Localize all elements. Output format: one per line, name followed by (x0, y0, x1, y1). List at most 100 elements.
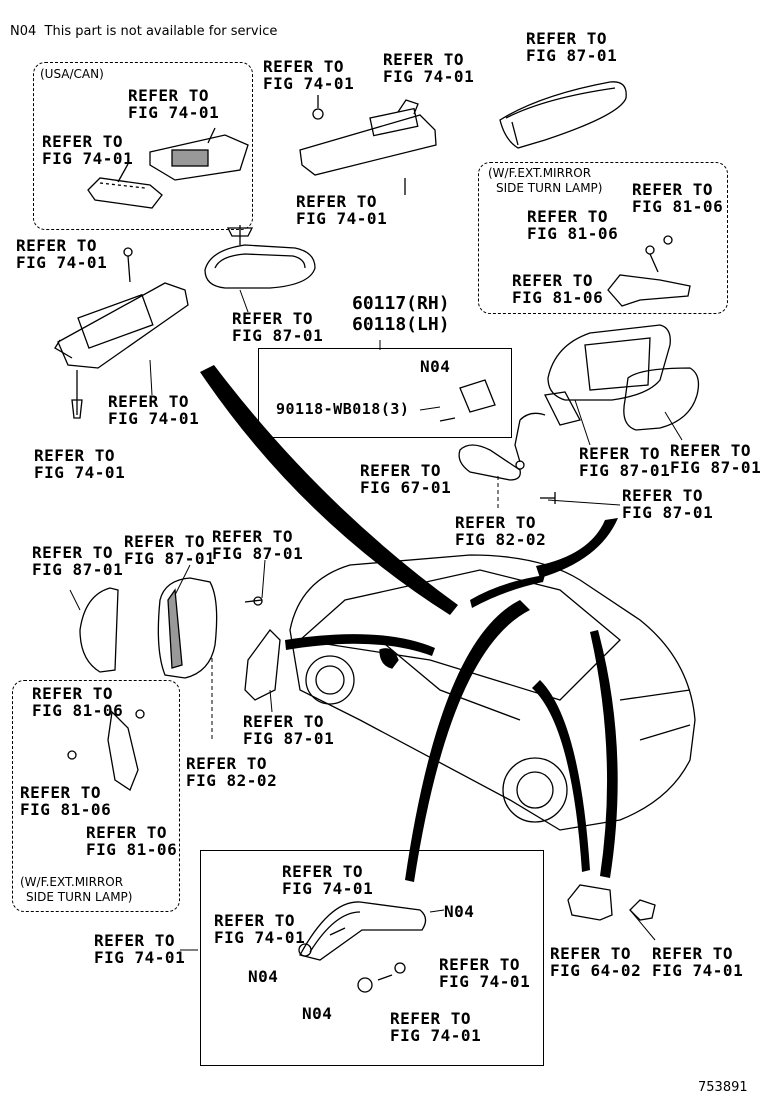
refer-label: REFER TO (670, 441, 752, 460)
fig-ref-64-02: FIG 64-02 (550, 961, 642, 980)
fig-ref-87-01: FIG 87-01 (622, 503, 714, 522)
fig-ref-82-02: FIG 82-02 (186, 771, 278, 790)
refer-label: REFER TO (124, 532, 206, 551)
n04-code: N04 (444, 902, 475, 921)
fig-ref-74-01: FIG 74-01 (652, 961, 744, 980)
fig-ref-82-02: FIG 82-02 (455, 530, 547, 549)
fig-ref-74-01: FIG 74-01 (42, 149, 134, 168)
room-lamp-drawing (567, 884, 656, 921)
refer-label: REFER TO (526, 29, 608, 48)
refer-label: REFER TO (214, 911, 296, 930)
refer-label: REFER TO (390, 1009, 472, 1028)
fig-ref-87-01: FIG 87-01 (124, 549, 216, 568)
refer-label: REFER TO (20, 783, 102, 802)
outer-mirror-rh-drawing (514, 324, 700, 504)
refer-label: REFER TO (579, 444, 661, 463)
refer-label: REFER TO (32, 543, 114, 562)
refer-label: REFER TO (512, 271, 594, 290)
fig-ref-87-01: FIG 87-01 (526, 46, 618, 65)
refer-label: REFER TO (527, 207, 609, 226)
fig-ref-81-06: FIG 81-06 (512, 288, 604, 307)
fig-ref-74-01: FIG 74-01 (214, 928, 306, 947)
refer-label: REFER TO (186, 754, 268, 773)
refer-label: REFER TO (652, 944, 734, 963)
fig-ref-74-01: FIG 74-01 (108, 409, 200, 428)
refer-label: REFER TO (128, 86, 210, 105)
refer-label: REFER TO (383, 50, 465, 69)
part-number-rh: 60117(RH) (352, 293, 450, 314)
mirror-lamp-bottom-label-2: SIDE TURN LAMP) (26, 890, 133, 904)
n04-code: N04 (248, 967, 279, 986)
fig-ref-74-01: FIG 74-01 (439, 972, 531, 991)
refer-label: REFER TO (296, 192, 378, 211)
mirror-lamp-top-label-1: (W/F.EXT.MIRROR (488, 166, 592, 180)
refer-label: REFER TO (455, 513, 537, 532)
refer-label: REFER TO (32, 684, 114, 703)
fig-ref-74-01: FIG 74-01 (128, 103, 220, 122)
fig-ref-74-01: FIG 74-01 (282, 879, 374, 898)
fig-ref-87-01: FIG 87-01 (670, 458, 760, 477)
usa-can-frame (33, 62, 253, 230)
n04-code: N04 (420, 357, 451, 376)
fig-ref-87-01: FIG 87-01 (243, 729, 335, 748)
rear-view-mirror-drawing (204, 225, 316, 289)
sun-visor-left-drawing (54, 247, 189, 419)
refer-label: REFER TO (439, 955, 521, 974)
refer-label: REFER TO (550, 944, 632, 963)
clip-frame (258, 348, 512, 438)
assist-grip-drawing (298, 901, 427, 993)
fig-ref-81-06: FIG 81-06 (86, 840, 178, 859)
clip-drawing (439, 379, 496, 422)
header-note: N04 This part is not available for servi… (10, 24, 278, 39)
diagram-id: 753891 (698, 1080, 748, 1095)
fig-ref-74-01: FIG 74-01 (296, 209, 388, 228)
fig-ref-81-06: FIG 81-06 (20, 800, 112, 819)
fig-ref-87-01: FIG 87-01 (32, 560, 124, 579)
mirror-cover-top-drawing (499, 81, 627, 149)
fig-ref-67-01: FIG 67-01 (360, 478, 452, 497)
refer-label: REFER TO (42, 132, 124, 151)
fig-ref-74-01: FIG 74-01 (34, 463, 126, 482)
usa-can-label: (USA/CAN) (40, 67, 104, 81)
refer-label: REFER TO (86, 823, 168, 842)
refer-label: REFER TO (94, 931, 176, 950)
mirror-lamp-bottom-label-1: (W/F.EXT.MIRROR (20, 875, 124, 889)
mirror-lamp-top-label-2: SIDE TURN LAMP) (496, 181, 603, 195)
mirror-lamp-bottom-frame (12, 680, 180, 912)
fig-ref-81-06: FIG 81-06 (632, 197, 724, 216)
part-number-clip: 90118-WB018(3) (276, 400, 410, 418)
fig-ref-74-01: FIG 74-01 (383, 67, 475, 86)
refer-label: REFER TO (360, 461, 442, 480)
refer-label: REFER TO (16, 236, 98, 255)
fig-ref-87-01: FIG 87-01 (232, 326, 324, 345)
fig-ref-74-01: FIG 74-01 (94, 948, 186, 967)
fig-ref-74-01: FIG 74-01 (390, 1026, 482, 1045)
refer-label: REFER TO (232, 309, 314, 328)
fig-ref-81-06: FIG 81-06 (527, 224, 619, 243)
turn-lamp-top-drawing (607, 235, 691, 307)
refer-label: REFER TO (34, 446, 116, 465)
car-body-drawing (289, 554, 696, 831)
fig-ref-74-01: FIG 74-01 (263, 74, 355, 93)
fig-ref-81-06: FIG 81-06 (32, 701, 124, 720)
sun-visor-top-drawing (299, 95, 437, 195)
refer-label: REFER TO (108, 392, 190, 411)
refer-label: REFER TO (263, 57, 345, 76)
refer-label: REFER TO (282, 862, 364, 881)
outer-mirror-lh-drawing (67, 577, 281, 791)
n04-code: N04 (302, 1004, 333, 1023)
refer-label: REFER TO (212, 527, 294, 546)
assist-grip-frame (200, 850, 544, 1066)
refer-label: REFER TO (632, 180, 714, 199)
leader-lines (69, 289, 683, 951)
refer-label: REFER TO (243, 712, 325, 731)
fig-ref-74-01: FIG 74-01 (16, 253, 108, 272)
fig-ref-87-01: FIG 87-01 (579, 461, 671, 480)
callout-arrows (200, 365, 618, 882)
cover-plate-drawing (458, 444, 521, 481)
console-lamp-drawing (87, 127, 249, 209)
mirror-lamp-top-frame (478, 162, 728, 314)
refer-label: REFER TO (622, 486, 704, 505)
part-number-lh: 60118(LH) (352, 314, 450, 335)
